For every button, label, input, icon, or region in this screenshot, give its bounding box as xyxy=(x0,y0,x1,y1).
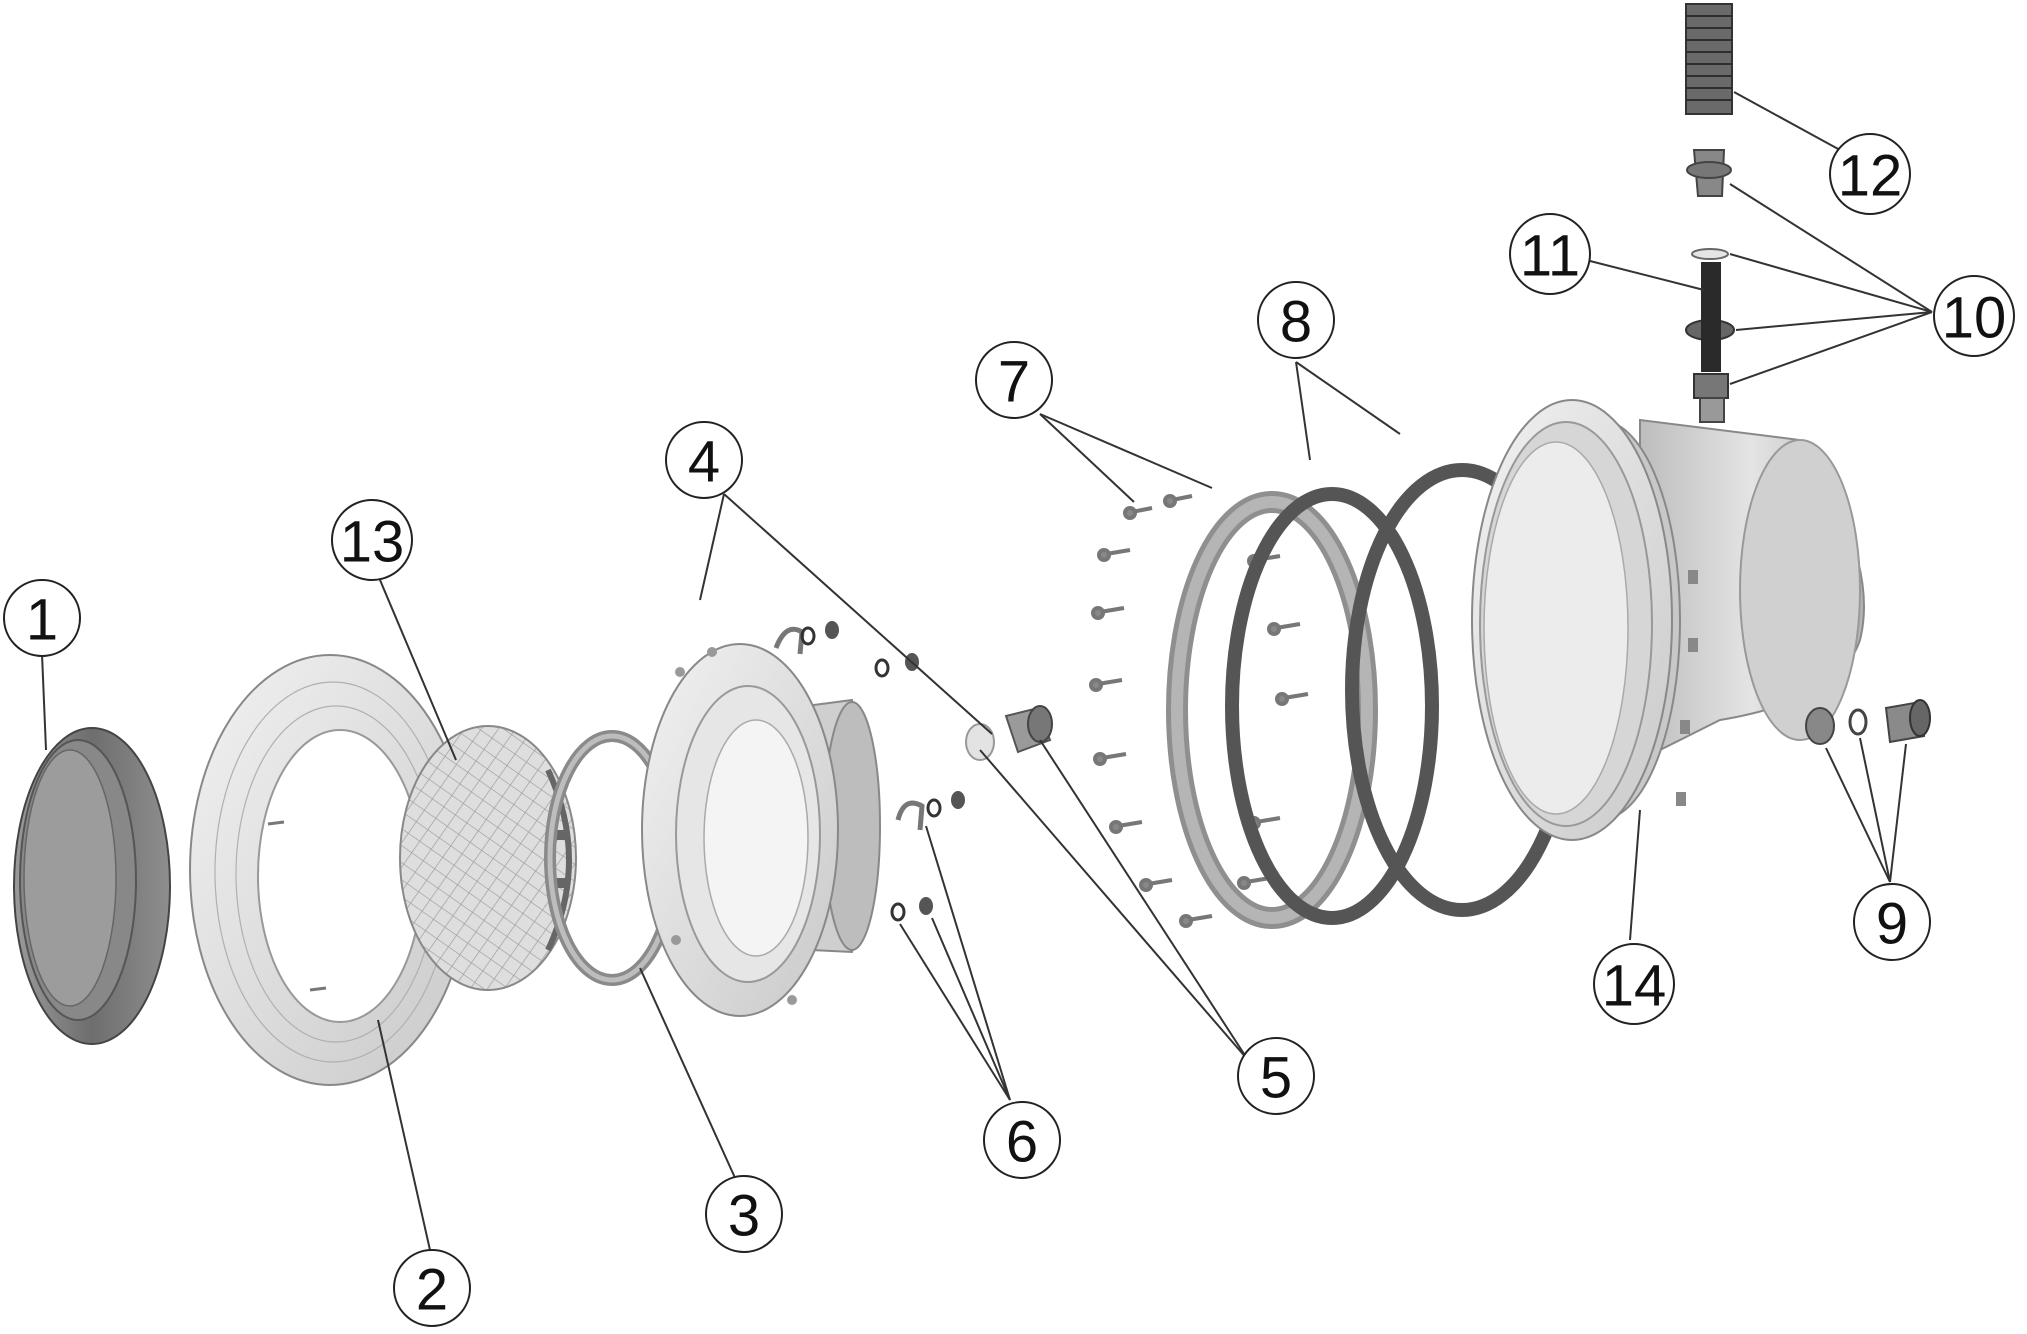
callout-7: 7 xyxy=(975,341,1053,419)
callout-10: 10 xyxy=(1933,275,2015,357)
callout-8-label: 8 xyxy=(1280,290,1312,355)
part-4-lamp-housing xyxy=(641,643,881,1017)
callout-4-label: 4 xyxy=(688,430,720,495)
leader-6c xyxy=(931,917,1011,1101)
callout-4: 4 xyxy=(665,421,743,499)
callout-10-label: 10 xyxy=(1942,286,2007,351)
callout-5: 5 xyxy=(1237,1037,1315,1115)
part-2-face-ring xyxy=(189,654,471,1086)
leader-9b xyxy=(1859,737,1891,883)
leader-9a xyxy=(1825,747,1891,883)
callout-3-label: 3 xyxy=(728,1184,760,1249)
leader-9c xyxy=(1889,743,1907,883)
callout-11: 11 xyxy=(1509,213,1591,295)
callout-6: 6 xyxy=(983,1101,1061,1179)
part-8-flange-ring xyxy=(1166,491,1378,929)
leader-1 xyxy=(41,653,47,751)
callout-12: 12 xyxy=(1829,133,1911,215)
leader-6a xyxy=(925,825,1011,1101)
callout-13: 13 xyxy=(331,499,413,581)
leader-7a xyxy=(1039,413,1135,503)
callout-5-label: 5 xyxy=(1260,1046,1292,1111)
leader-lines xyxy=(41,91,1933,1251)
part-14-niche-body xyxy=(1471,399,1865,841)
callout-13-label: 13 xyxy=(340,510,405,575)
leader-10a xyxy=(1729,183,1933,313)
leader-12 xyxy=(1733,91,1841,151)
callout-11-label: 11 xyxy=(1520,224,1580,289)
leader-7b xyxy=(1039,413,1213,489)
callout-14: 14 xyxy=(1593,943,1675,1025)
part-11-cable xyxy=(1701,262,1721,372)
leader-3 xyxy=(639,967,737,1181)
leader-4a xyxy=(699,493,725,601)
callout-12-label: 12 xyxy=(1838,144,1903,209)
leader-2 xyxy=(377,1019,431,1251)
leader-11 xyxy=(1585,259,1705,291)
callout-1: 1 xyxy=(3,579,81,657)
leader-4b xyxy=(723,493,993,735)
part-7-screws xyxy=(1089,494,1309,928)
leader-5b xyxy=(1039,739,1249,1061)
callout-2: 2 xyxy=(393,1249,471,1327)
callout-1-label: 1 xyxy=(26,588,58,653)
callout-8: 8 xyxy=(1257,281,1335,359)
callout-2-label: 2 xyxy=(416,1258,448,1323)
callout-9-label: 9 xyxy=(1876,892,1908,957)
part-1-trim-ring xyxy=(13,727,171,1045)
leader-8b xyxy=(1295,361,1401,435)
leader-5a xyxy=(979,749,1249,1061)
part-5-cable-gland xyxy=(965,705,1053,761)
callout-9: 9 xyxy=(1853,883,1931,961)
callout-6-label: 6 xyxy=(1006,1110,1038,1175)
callout-14-label: 14 xyxy=(1602,954,1667,1019)
leader-10b xyxy=(1729,253,1933,313)
leader-10d xyxy=(1729,311,1933,385)
part-6-clips-and-nuts xyxy=(773,621,965,922)
callout-3: 3 xyxy=(705,1175,783,1253)
leader-13 xyxy=(379,579,457,761)
part-12-spring xyxy=(1685,3,1733,115)
leader-6b xyxy=(899,923,1011,1101)
leader-14 xyxy=(1629,809,1641,941)
leader-8a xyxy=(1295,361,1311,461)
part-9-drain-fittings xyxy=(1805,699,1931,745)
callout-7-label: 7 xyxy=(998,350,1030,415)
leader-10c xyxy=(1735,311,1933,331)
